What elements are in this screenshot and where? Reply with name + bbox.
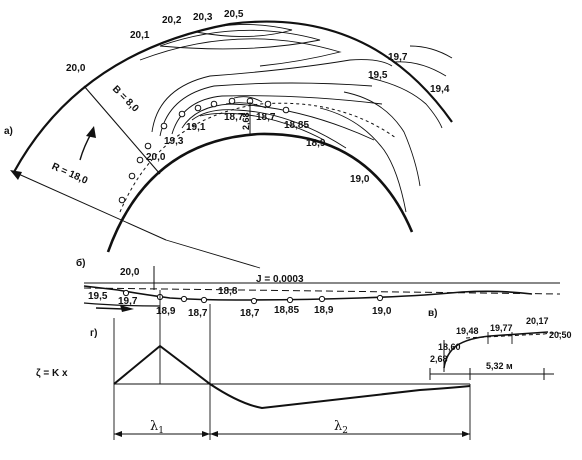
level-label: 20,1 bbox=[130, 30, 150, 41]
elevation-distribution bbox=[113, 290, 471, 440]
gauge-points bbox=[118, 97, 290, 204]
width-line bbox=[83, 85, 161, 175]
profile-level: 19,0 bbox=[372, 306, 392, 317]
level-label: 18,9 bbox=[306, 138, 326, 149]
water-surface-profile bbox=[83, 285, 533, 301]
section-level: 18,60 bbox=[438, 342, 461, 352]
radius-arrowhead bbox=[10, 170, 22, 180]
level-label: 19,7 bbox=[388, 52, 408, 63]
radius-line bbox=[13, 171, 167, 241]
plan-view bbox=[10, 20, 453, 269]
inner-bank bbox=[106, 132, 414, 253]
flow-arrowhead bbox=[86, 126, 96, 138]
panel-label-v: в) bbox=[428, 308, 437, 319]
isolines bbox=[139, 24, 453, 213]
elevation-curve bbox=[113, 344, 471, 410]
panel-label-a: а) bbox=[4, 126, 13, 137]
outer-level-labels: 20,0 20,1 20,2 20,3 20,5 19,7 19,5 19,4 bbox=[66, 9, 450, 95]
level-label: 18,7 bbox=[256, 112, 276, 123]
radius-label: R = 18,0 bbox=[50, 161, 90, 187]
profile-level: 19,7 bbox=[118, 296, 138, 307]
level-label: 19,5 bbox=[368, 70, 388, 81]
profile-level: 18,9 bbox=[156, 306, 176, 317]
profile-level: 19,5 bbox=[88, 291, 108, 302]
bed-profile bbox=[83, 302, 161, 307]
dashed-axis bbox=[119, 102, 397, 213]
level-label: 19,3 bbox=[164, 136, 184, 147]
flow-arrow-profile bbox=[95, 307, 125, 310]
level-label: 18,7 bbox=[224, 112, 244, 123]
zeta-formula: ζ = K x bbox=[36, 368, 68, 379]
panel-label-g: г) bbox=[90, 328, 98, 339]
lambda2-label: λ2 bbox=[334, 419, 348, 436]
section-width: 5,32 м bbox=[486, 361, 513, 371]
level-label: 20,5 bbox=[224, 9, 244, 20]
panel-label-b: б) bbox=[76, 257, 86, 269]
section-water-line bbox=[465, 332, 565, 339]
profile-top-level: 20,0 bbox=[120, 267, 140, 278]
connector-line bbox=[165, 239, 261, 269]
profile-level: 18,7 bbox=[188, 308, 208, 319]
lambda1-label: λ1 bbox=[150, 419, 164, 436]
section-level: 19,48 bbox=[456, 326, 479, 336]
depth-label-plan: 2,68 bbox=[241, 112, 251, 130]
inner-level-labels: 19,1 19,3 20,0 18,7 18,7 18,85 18,9 19,0 bbox=[146, 112, 370, 185]
level-label: 20,0 bbox=[66, 63, 86, 74]
profile-points bbox=[122, 289, 384, 305]
profile-mid-level: 18,8 bbox=[218, 286, 238, 297]
profile-level-labels: 19,5 19,7 18,9 18,7 18,7 18,85 18,9 19,0 bbox=[88, 291, 392, 319]
level-label: 18,85 bbox=[284, 120, 309, 131]
lambda-arrowheads bbox=[114, 431, 470, 437]
profile-level: 18,9 bbox=[314, 305, 334, 316]
level-label: 19,4 bbox=[430, 84, 450, 95]
profile-level: 18,85 bbox=[274, 305, 299, 316]
section-depth: 2,68 bbox=[430, 354, 448, 364]
section-level: 20,50 bbox=[549, 330, 572, 340]
slope-dashed-line bbox=[83, 287, 561, 295]
level-label: 19,0 bbox=[350, 174, 370, 185]
level-label: 20,0 bbox=[146, 152, 166, 163]
flow-arrowhead-profile bbox=[120, 305, 134, 312]
outer-bank bbox=[13, 20, 453, 173]
section-level: 20,17 bbox=[526, 316, 549, 326]
section-level: 19,77 bbox=[490, 323, 513, 333]
width-label: B = 8,0 bbox=[110, 84, 141, 115]
profile-level: 18,7 bbox=[240, 308, 260, 319]
level-label: 20,2 bbox=[162, 15, 182, 26]
cross-section bbox=[429, 331, 565, 380]
longitudinal-profile bbox=[83, 266, 561, 312]
level-label: 20,3 bbox=[193, 12, 213, 23]
section-bed bbox=[443, 331, 549, 369]
level-label: 19,1 bbox=[186, 122, 206, 133]
slope-label: J = 0,0003 bbox=[256, 274, 304, 285]
